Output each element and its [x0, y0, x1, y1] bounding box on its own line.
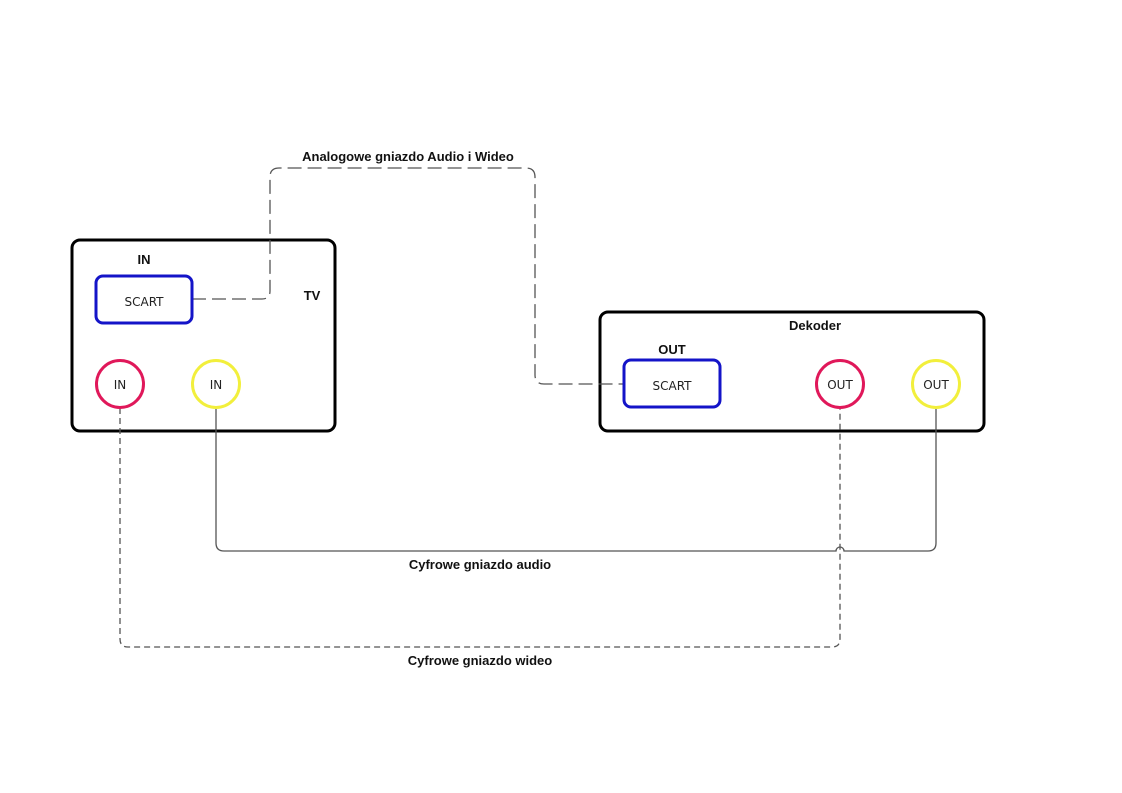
tv-yellow-jack-label: IN	[210, 378, 223, 392]
decoder-scart-label: SCART	[653, 379, 693, 393]
decoder-yellow-jack	[911, 359, 961, 409]
analog-connection-label: Analogowe gniazdo Audio i Wideo	[302, 149, 514, 164]
tv-scart-heading: IN	[138, 252, 151, 267]
decoder-red-jack-label: OUT	[827, 378, 853, 392]
decoder-title: Dekoder	[789, 318, 841, 333]
tv-scart-label: SCART	[125, 295, 165, 309]
video-connection-label: Cyfrowe gniazdo wideo	[408, 653, 553, 668]
digital-video-cable	[119, 408, 841, 648]
audio-connection-label: Cyfrowe gniazdo audio	[409, 557, 551, 572]
decoder-red-jack	[815, 359, 865, 409]
tv-red-jack	[95, 359, 145, 409]
decoder-scart-port	[622, 358, 722, 409]
tv-yellow-jack	[191, 359, 241, 409]
tv-red-jack-label: IN	[114, 378, 127, 392]
tv-scart-port	[94, 274, 194, 325]
tv-title: TV	[304, 288, 321, 303]
decoder-yellow-jack-label: OUT	[923, 378, 949, 392]
decoder-scart-heading: OUT	[658, 342, 686, 357]
